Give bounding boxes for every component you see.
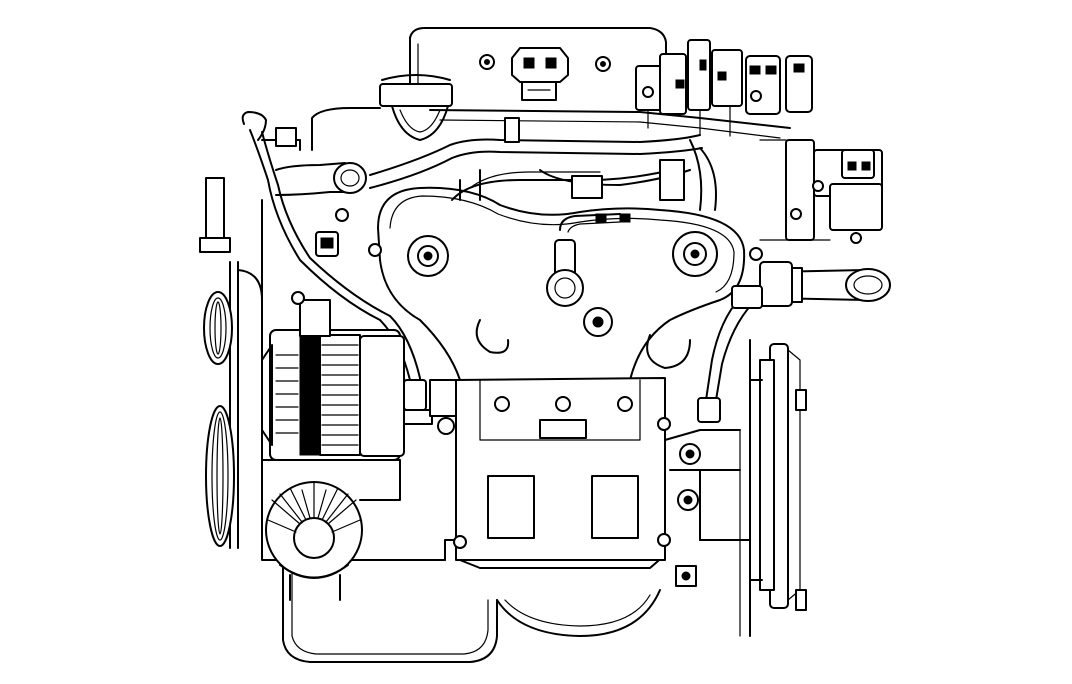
oil-pan — [282, 559, 661, 663]
right-harness-bracket — [664, 285, 763, 587]
oil-filler-cap — [379, 74, 453, 141]
coolant-outlet-pipe — [759, 261, 891, 307]
upper-left-coolant-pipe — [261, 127, 367, 196]
harness-tubes — [369, 117, 717, 211]
coil-pack-connectors — [635, 39, 813, 137]
water-pump-fan — [265, 481, 363, 601]
center-spark-plug-boot — [546, 213, 631, 307]
right-connector-block — [759, 139, 883, 244]
valve-cover — [311, 27, 791, 151]
alternator — [261, 291, 405, 501]
crank-pulleys-left — [199, 177, 263, 549]
right-pulley — [749, 343, 807, 611]
front-mount-plate — [429, 377, 671, 561]
top-sensor-connector — [511, 47, 569, 101]
left-sensor — [315, 208, 349, 257]
